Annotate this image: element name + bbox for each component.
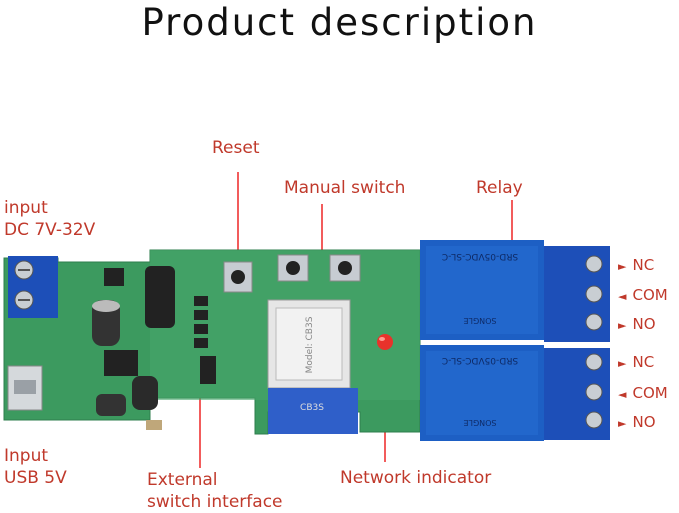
inductor-coil	[145, 266, 175, 328]
input-dc-label-line2: DC 7V-32V	[4, 220, 96, 240]
input-usb-label-line2: USB 5V	[4, 468, 67, 488]
terminal-bottom-no: ►NO	[618, 413, 656, 431]
transistor	[200, 356, 216, 384]
manual-switch-button-1	[277, 254, 309, 282]
network-indicator-label: Network indicator	[340, 468, 492, 488]
manual-switch-button-2	[329, 254, 361, 282]
reset-label: Reset	[212, 138, 260, 158]
terminal-bottom-nc: ►NC	[618, 353, 655, 371]
terminal-top-no: ►NO	[618, 315, 656, 333]
terminal-top-com: ◄COM	[618, 286, 668, 304]
terminal-block-top	[544, 246, 610, 342]
regulator-chip	[104, 350, 138, 376]
relay-top	[420, 240, 544, 340]
terminal-bottom-com: ◄COM	[618, 384, 668, 402]
relay-bottom-model: SRD-05VDC-SL-C	[442, 355, 518, 365]
terminal-top-nc: ►NC	[618, 256, 655, 274]
dc-input-terminal	[8, 256, 58, 318]
page-title: Product description	[141, 1, 538, 44]
chip	[104, 268, 124, 286]
reset-button	[223, 261, 253, 293]
relay-bottom-brand: SONGLE	[463, 418, 496, 427]
cb3s-label: CB3S	[300, 403, 324, 413]
relay-bottom	[420, 345, 544, 441]
external-switch-label-line1: External	[147, 470, 218, 490]
module-model-text: Model: CB3S	[305, 316, 315, 373]
manual-switch-label: Manual switch	[284, 178, 406, 198]
capacitor-large	[92, 300, 120, 346]
network-led	[377, 334, 393, 350]
input-dc-label-line1: input	[4, 198, 48, 218]
terminal-block-bottom	[544, 348, 610, 440]
relay-top-model: SRD-05VDC-SL-C	[442, 251, 518, 261]
external-switch-label-line2: switch interface	[147, 492, 283, 512]
coil-small	[96, 394, 126, 416]
external-switch-header	[194, 296, 208, 348]
cb3s-antenna	[268, 388, 358, 434]
relay-top-brand: SONGLE	[463, 316, 496, 325]
relay-label: Relay	[476, 178, 523, 198]
input-usb-label-line1: Input	[4, 446, 49, 466]
capacitor-small	[132, 376, 158, 410]
